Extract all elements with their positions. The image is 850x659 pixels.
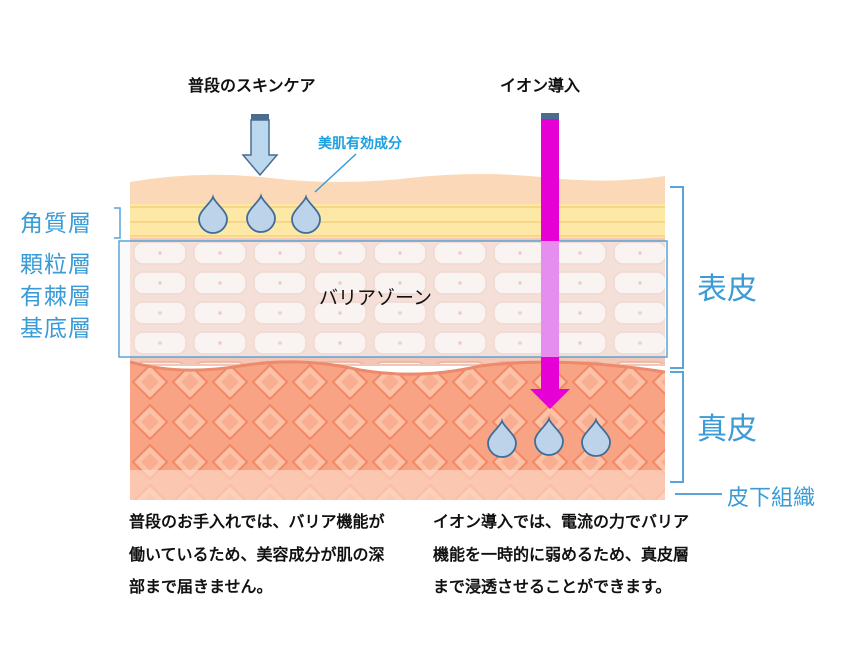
- barrier-zone-box: [118, 240, 668, 358]
- droplet-icon: [198, 194, 228, 234]
- subcutaneous-label: 皮下組織: [727, 486, 816, 511]
- droplet-icon: [291, 194, 321, 234]
- stratum-corneum-label: 角質層: [20, 211, 92, 237]
- ion-intro-label: イオン導入: [500, 76, 581, 95]
- beauty-ingredient-label: 美肌有効成分: [318, 136, 402, 152]
- barrier-zone-label: バリアゾーン: [319, 287, 433, 309]
- droplet-icon: [534, 416, 564, 456]
- epidermis-bracket: [670, 186, 684, 369]
- basal-layer-label: 基底層: [20, 316, 92, 342]
- droplet-icon: [487, 418, 517, 458]
- droplet-icon: [246, 193, 276, 233]
- spinous-layer-label: 有棘層: [20, 284, 92, 310]
- left-description: 普段のお手入れでは、バリア機能が働いているため、美容成分が肌の深部まで届きません…: [129, 512, 385, 596]
- dermis-bracket: [670, 371, 684, 483]
- droplet-icon: [581, 417, 611, 457]
- normal-care-label: 普段のスキンケア: [188, 76, 316, 95]
- granular-layer-label: 顆粒層: [20, 252, 92, 278]
- corneum-bracket: [114, 207, 121, 239]
- right-description: イオン導入では、電流の力でバリア機能を一時的に弱めるため、真皮層まで浸透させるこ…: [433, 512, 690, 596]
- epidermis-label: 表皮: [697, 272, 757, 307]
- down-arrow-icon: [241, 114, 279, 177]
- dermis-label: 真皮: [697, 412, 757, 447]
- ion-arrow-icon: [530, 113, 570, 409]
- dermis-layer: [130, 361, 665, 500]
- annotation-line: [314, 153, 357, 193]
